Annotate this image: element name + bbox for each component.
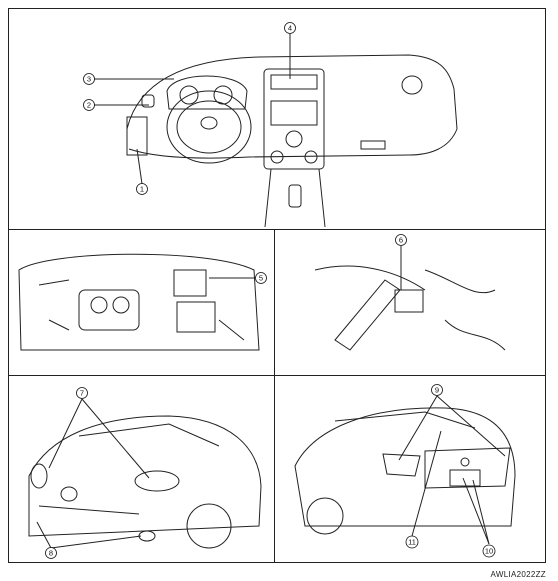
callout-9-label: 9 [435,386,439,395]
callout-1 [136,183,148,195]
callout-6 [395,234,407,246]
fuse-block [126,116,148,156]
panel-front-exterior: 7 8 [8,375,275,563]
ipdm-box [173,269,207,297]
callout-11 [405,535,419,549]
callout-6-label: 6 [399,236,403,245]
panel-steering-column: 6 [274,229,546,376]
callout-1-label: 1 [140,185,144,194]
callout-8 [45,547,57,559]
callout-3 [83,73,95,85]
instrument-cluster [166,75,248,110]
panel-rear-exterior: 9 10 11 [274,375,546,563]
front-fog-lamp [138,530,156,542]
panel-dashboard: 1 2 3 4 [8,8,546,230]
callout-5-label: 5 [259,274,263,283]
callout-10 [482,544,496,558]
callout-4-label: 4 [288,24,292,33]
rear-exterior-illustration: 9 10 11 [294,384,516,558]
front-headlamp-right [134,470,180,492]
license-plate-area [449,469,481,487]
callout-5 [255,272,267,284]
front-headlamp-left [30,463,48,489]
engine-room-illustration: 5 [18,253,267,351]
control-unit [394,289,424,313]
center-console [263,68,325,170]
callout-11-label: 11 [408,538,416,547]
steering-wheel [166,90,252,164]
callout-2-label: 2 [87,101,91,110]
callout-9 [431,384,443,396]
steering-column-illustration: 6 [314,234,506,351]
dashboard-illustration: 1 2 3 4 [83,22,458,228]
figure-code: AWLIA2022ZZ [490,570,546,579]
callout-8-label: 8 [49,549,53,558]
callout-3-label: 3 [87,75,91,84]
callout-10-label: 10 [485,547,493,556]
callout-7 [76,387,88,399]
panel-engine-room: 5 [8,229,275,376]
callout-2 [83,99,95,111]
rear-combination-lamp [382,453,421,477]
callout-4 [284,22,296,34]
front-exterior-illustration: 7 8 [28,387,262,559]
callout-7-label: 7 [80,389,84,398]
